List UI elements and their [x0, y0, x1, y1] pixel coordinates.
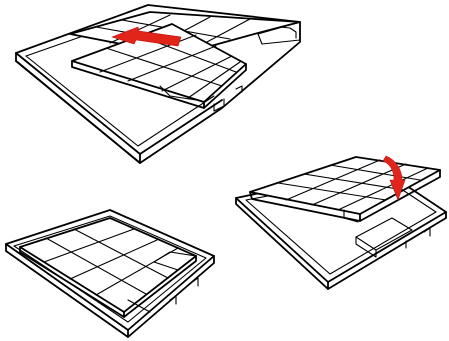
step-2-tilt-filter-illustration: [236, 156, 446, 289]
step-1-slide-filter-illustration: [16, 5, 300, 163]
step-3-installed-filter-illustration: [6, 210, 214, 337]
